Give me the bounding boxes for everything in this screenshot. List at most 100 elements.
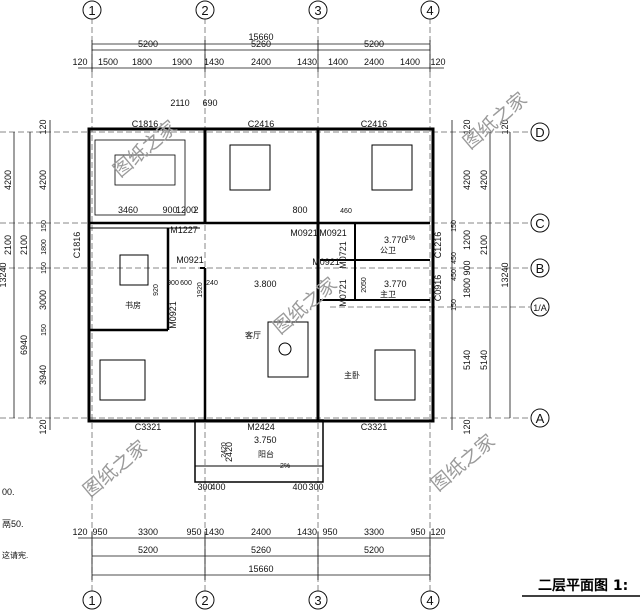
dim-bot-d11: 120 <box>430 527 445 537</box>
axis-label-4-bottom: 4 <box>426 593 433 608</box>
dim-top-d8: 1400 <box>328 57 348 67</box>
axis-label-1A: 1/A <box>533 303 547 313</box>
dim-right-small-2: 450 <box>451 252 458 264</box>
axis-label-A: A <box>536 411 545 426</box>
dim-right-small-4: 150 <box>451 299 458 311</box>
dim-left-outer-1: 4200 <box>3 170 13 190</box>
tag-2420: 2420 <box>221 442 228 458</box>
tag-m0721-b: M0721 <box>338 279 348 307</box>
room-master: 主卧 <box>344 370 360 380</box>
tag-m0921-b: M0921 <box>290 228 318 238</box>
dim-bot-d10: 950 <box>410 527 425 537</box>
watermark-5: 图纸之家 <box>427 430 499 496</box>
tag-240: 240 <box>206 280 218 287</box>
dim-right-inner-5: 1800 <box>462 278 472 298</box>
dim-kitchen-1: 3460 <box>118 205 138 215</box>
axis-label-3: 3 <box>314 3 321 18</box>
tag-2pct: 2% <box>280 463 290 470</box>
axis-bubble-1 <box>82 0 102 20</box>
tag-920: 920 <box>153 284 160 296</box>
tag-460: 460 <box>340 208 352 215</box>
drawing-title: 二层平面图 1: <box>538 578 628 594</box>
tag-c0916: C0916 <box>433 275 443 302</box>
dim-bot-total: 15660 <box>248 564 273 574</box>
axis-bubble-2 <box>195 0 215 20</box>
tag-m0721-a: M0721 <box>338 241 348 269</box>
dim-balcony-depth: 2420 <box>224 442 234 462</box>
dim-bot-mid-3: 5200 <box>364 545 384 555</box>
dim-right-outer-4: 5140 <box>479 350 489 370</box>
axis-bubble-A <box>530 408 550 428</box>
axis-label-C: C <box>535 216 544 231</box>
tag-1920: 1920 <box>197 282 204 298</box>
dim-top-d5: 1430 <box>204 57 224 67</box>
dim-stair-2: 690 <box>202 98 217 108</box>
tag-m0921-a: M0921 <box>176 255 204 265</box>
dim-bot-d5: 1430 <box>204 527 224 537</box>
dim-bot-mid-1: 5200 <box>138 545 158 555</box>
dim-right-outer-total: 13240 <box>500 262 510 287</box>
dim-bot-d1: 120 <box>72 527 87 537</box>
tag-c1816-left: C1816 <box>72 232 82 259</box>
dim-bot-d2: 950 <box>92 527 107 537</box>
dim-right-inner-7: 120 <box>500 119 510 134</box>
dim-left-inner-3: 2100 <box>19 235 29 255</box>
dim-right-small-3: 450 <box>451 269 458 281</box>
dim-right-small-1: 150 <box>451 220 458 232</box>
dim-bot-d4: 950 <box>186 527 201 537</box>
axis-bubble-1A <box>530 297 550 317</box>
room-public-wc: 公卫 <box>380 246 396 255</box>
note-2: 鬲50. <box>2 519 24 529</box>
axis-bubble-4 <box>420 0 440 20</box>
watermark-3: 图纸之家 <box>269 273 341 339</box>
tag-600: 600 <box>180 280 192 287</box>
dim-left-small-3: 150 <box>41 262 48 274</box>
elev-balcony: 3.750 <box>254 435 277 445</box>
dim-right-inner-3: 1200 <box>462 230 472 250</box>
axis-label-4: 4 <box>426 3 433 18</box>
dim-top-d9: 2400 <box>364 57 384 67</box>
dim-bot-d9: 3300 <box>364 527 384 537</box>
dim-top-mid-3: 5200 <box>364 39 384 49</box>
dim-top-d4: 1900 <box>172 57 192 67</box>
tag-c2416-b: C2416 <box>361 119 388 129</box>
tag-m0921-d: M0921 <box>312 257 340 267</box>
tag-c2416-a: C2416 <box>248 119 275 129</box>
tag-c3321-b: C3321 <box>361 422 388 432</box>
dim-top-d11: 120 <box>430 57 445 67</box>
dim-right-inner-6: 5140 <box>462 350 472 370</box>
axis-label-B: B <box>536 261 545 276</box>
dim-left-inner-6: 3940 <box>38 365 48 385</box>
dim-top-total: 15660 <box>248 32 273 42</box>
axis-label-2-bottom: 2 <box>201 593 208 608</box>
axis-bubble-3 <box>308 0 328 20</box>
dim-left-inner-1: 120 <box>38 119 48 134</box>
dim-balcony-4: 300 <box>308 482 323 492</box>
dim-top-d6: 2400 <box>251 57 271 67</box>
axis-bubble-C <box>530 213 550 233</box>
dim-top-d3: 1800 <box>132 57 152 67</box>
dim-top-d10: 1400 <box>400 57 420 67</box>
dim-right-outer-5: 120 <box>462 419 472 434</box>
dim-left-outer-total: 13240 <box>0 262 8 287</box>
room-living: 客厅 <box>245 330 261 340</box>
dim-top-d7: 1430 <box>297 57 317 67</box>
room-balcony: 阳台 <box>258 449 274 459</box>
dim-kitchen-4: 2 <box>193 205 198 215</box>
dim-left-small-2: 1800 <box>41 239 48 255</box>
dim-top-mid-2: 5260 <box>251 39 271 49</box>
tag-c1816-top: C1816 <box>132 119 159 129</box>
axis-label-2: 2 <box>201 3 208 18</box>
tag-c3321-a: C3321 <box>135 422 162 432</box>
axis-label-1: 1 <box>88 3 95 18</box>
axis-bubble-B <box>530 258 550 278</box>
dim-kitchen-2: 900 <box>162 205 177 215</box>
dim-balcony-2: 400 <box>210 482 225 492</box>
dim-top-mid-1: 5200 <box>138 39 158 49</box>
tag-m1227: M1227 <box>170 225 198 235</box>
tag-m0921-e: M0921 <box>168 301 178 329</box>
elev-main: 3.800 <box>254 279 277 289</box>
dim-top-d1: 120 <box>72 57 87 67</box>
tag-2050: 2050 <box>361 277 368 293</box>
